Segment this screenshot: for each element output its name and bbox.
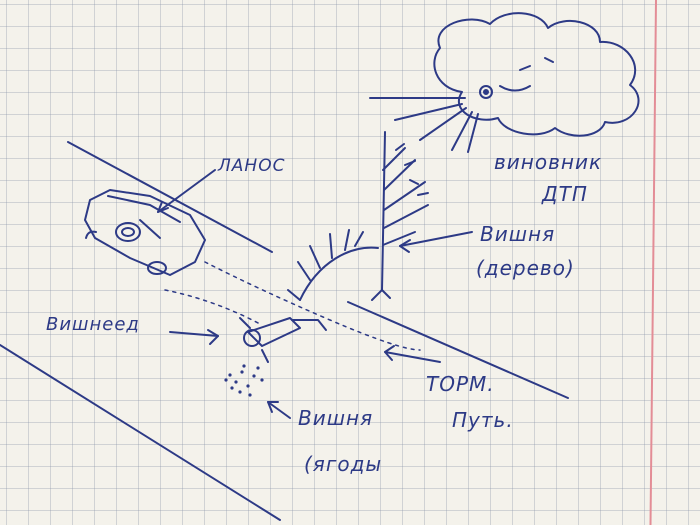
cherry-berries-drawing: [224, 364, 264, 397]
arrow-to-cherry-tree: [399, 231, 473, 247]
car-lanos-drawing: [84, 189, 206, 276]
label-cherry-berries-line2: (ягоды: [304, 452, 383, 476]
label-cherry-tree-line1: Вишня: [480, 222, 556, 246]
arrow-to-cherry-eater: [169, 331, 219, 337]
label-cherry-berries-line1: Вишня: [298, 406, 374, 430]
label-brake-line2: Путь.: [452, 408, 514, 432]
label-culprit-line1: виновник: [494, 150, 603, 174]
label-cherry-eater: Вишнеед: [46, 314, 140, 335]
arrow-to-berries: [267, 401, 291, 419]
label-cherry-tree-line2: (дерево): [476, 256, 575, 280]
road-edge-middle: [347, 301, 569, 399]
arrow-to-car: [157, 169, 216, 213]
road-edge-bottom: [0, 344, 281, 521]
label-culprit-line2: ДТП: [542, 182, 588, 206]
cherry-eater-drawing: [239, 317, 327, 363]
label-brake-line1: ТОРМ.: [426, 372, 495, 396]
skid-mark-upper: [204, 261, 421, 351]
culprit-cloud-drawing: [369, 12, 640, 153]
road-edge-top: [67, 141, 273, 253]
cherry-tree-drawing: [287, 131, 429, 301]
arrow-to-braking-path: [384, 351, 441, 363]
label-lanos: ЛАНОС: [218, 156, 286, 176]
skid-mark-lower: [164, 289, 263, 326]
